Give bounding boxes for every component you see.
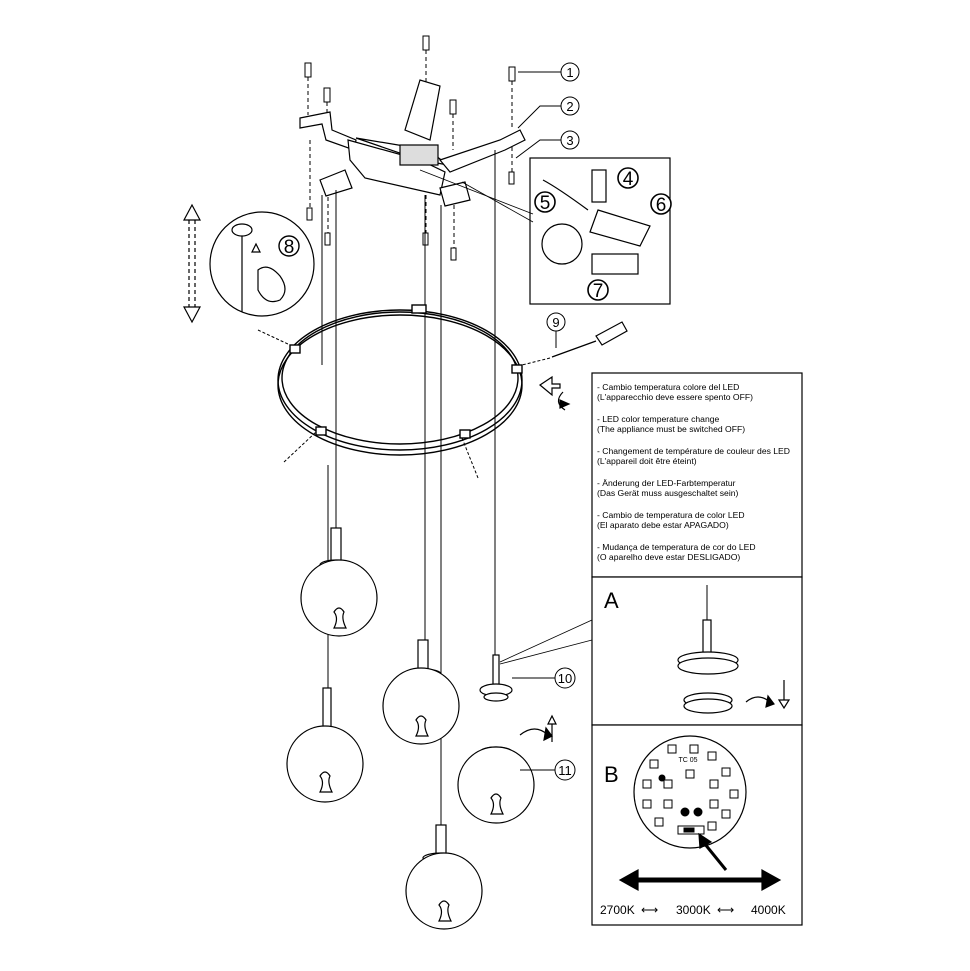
svg-text:5: 5 [540,193,551,214]
screw [508,66,516,128]
svg-text:7: 7 [593,281,604,302]
svg-text:- LED color temperature change: - LED color temperature change [597,414,720,424]
svg-text:10: 10 [558,671,572,686]
svg-text:(El aparato debe estar APAGADO: (El aparato debe estar APAGADO) [597,520,729,530]
callout-5: 5 [534,191,556,214]
globe-lamps [286,527,535,930]
screwdriver-icon [538,321,628,411]
callout-1: 1 [518,62,580,82]
screw [449,99,457,150]
svg-text:4000K: 4000K [751,903,786,917]
ceiling-screws [304,35,516,261]
note-es: - Cambio de temperatura de color LED (El… [597,510,745,530]
callout-11: 11 [520,759,576,781]
ring-screws [257,329,551,479]
connector-detail-box [419,157,671,305]
svg-text:⟷: ⟷ [717,903,734,917]
canopy-bracket [299,79,526,207]
svg-text:(L'apparecchio deve essere spe: (L'apparecchio deve essere spento OFF) [597,392,753,402]
globe [382,639,460,745]
svg-text:B: B [604,762,619,787]
note-it: - Cambio temperatura colore del LED (L'a… [597,382,753,402]
svg-text:- Änderung der LED-Farbtempera: - Änderung der LED-Farbtemperatur [597,478,736,488]
globe [286,687,364,803]
svg-text:(The appliance must be switche: (The appliance must be switched OFF) [597,424,745,434]
svg-text:2: 2 [566,99,573,114]
led-chips [642,744,739,835]
svg-text:- Mudança de temperatura de co: - Mudança de temperatura de cor do LED [597,542,756,552]
callout-6: 6 [650,193,672,216]
rotate-arrow-icon [519,714,557,742]
svg-text:8: 8 [284,237,295,258]
globe [405,824,483,930]
svg-text:(L'appareil doit être éteint): (L'appareil doit être éteint) [597,456,697,466]
svg-text:4: 4 [623,169,634,190]
svg-text:- Cambio de temperatura de col: - Cambio de temperatura de color LED [597,510,745,520]
screw [422,35,430,88]
svg-text:(Das Gerät muss ausgeschaltet: (Das Gerät muss ausgeschaltet sein) [597,488,739,498]
svg-text:TC 05: TC 05 [678,757,697,764]
callout-8: 8 [278,235,300,258]
callout-7: 7 [587,279,609,302]
note-fr: - Changement de température de couleur d… [597,446,790,466]
svg-text:(O aparelho deve estar DESLIGA: (O aparelho deve estar DESLIGADO) [597,552,740,562]
callout-9: 9 [546,312,566,348]
cable-adjust-detail [209,211,315,317]
support-ring [277,304,523,456]
svg-text:3: 3 [566,133,573,148]
callout-10: 10 [512,667,576,689]
callouts: 1 2 3 4 5 6 7 8 [278,62,672,781]
screw [304,62,312,115]
note-de: - Änderung der LED-Farbtemperatur (Das G… [597,478,739,498]
svg-text:A: A [604,588,619,613]
svg-text:- Changement de température de: - Changement de température de couleur d… [597,446,790,456]
panel-b: B TC 05 [591,724,803,926]
globe [300,527,378,637]
height-adjust-arrow-icon [183,203,201,324]
callout-3: 3 [515,130,580,159]
svg-text:6: 6 [656,195,667,216]
svg-text:⟷: ⟷ [641,903,658,917]
panel-a: A [591,576,803,726]
svg-text:11: 11 [558,763,572,778]
svg-text:9: 9 [552,315,559,330]
panel-a-leaders [499,619,593,665]
globe [457,746,535,824]
led-change-notes-panel: - Cambio temperatura colore del LED (L'a… [591,372,803,578]
note-pt: - Mudança de temperatura de cor do LED (… [597,542,756,562]
callout-2: 2 [517,96,580,129]
svg-text:- Cambio temperatura colore de: - Cambio temperatura colore del LED [597,382,739,392]
note-en: - LED color temperature change (The appl… [597,414,745,434]
svg-text:3000K: 3000K [676,903,711,917]
lamp-holder [479,654,513,702]
svg-text:1: 1 [566,65,573,80]
svg-text:2700K: 2700K [600,903,635,917]
callout-4: 4 [617,167,639,190]
